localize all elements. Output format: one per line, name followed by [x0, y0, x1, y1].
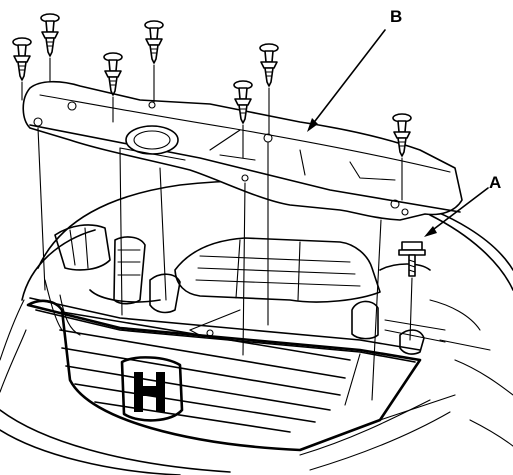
left-bay-parts — [44, 224, 181, 336]
bolt-a — [398, 241, 426, 277]
callout-b-label: B — [390, 7, 402, 26]
callout-a: A — [424, 173, 501, 237]
callout-a-label: A — [489, 173, 501, 192]
clip-4 — [103, 52, 123, 96]
clip-3 — [144, 20, 164, 64]
alignment-lines — [21, 57, 413, 401]
clip-7 — [392, 113, 412, 157]
clip-1 — [40, 13, 60, 57]
clip-2 — [12, 37, 32, 81]
engine-cover — [174, 237, 381, 303]
right-bay-parts — [351, 263, 491, 355]
front-grille — [26, 299, 422, 452]
hood-outline — [0, 180, 513, 447]
clip-6 — [233, 80, 253, 124]
bumper — [0, 394, 456, 475]
clip-5 — [259, 43, 279, 87]
honda-emblem — [120, 356, 184, 422]
callout-b: B — [307, 7, 402, 132]
